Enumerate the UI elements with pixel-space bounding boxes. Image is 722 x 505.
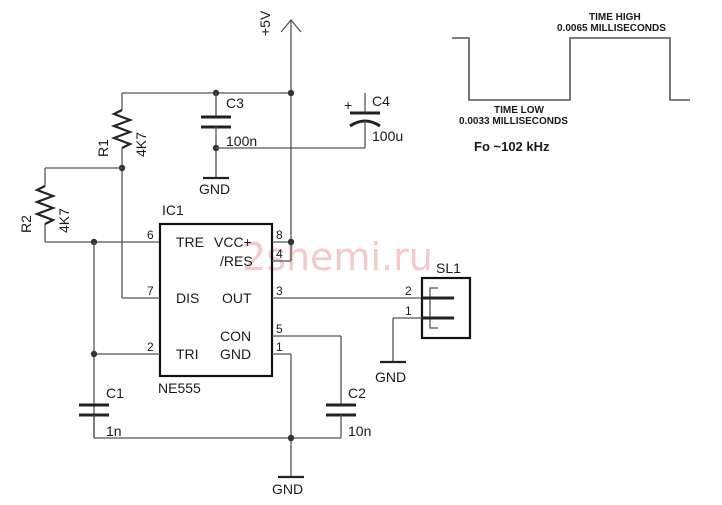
pin5-number: 5: [276, 322, 283, 336]
watermark: 2shemi.ru: [242, 235, 433, 279]
pin3-number: 3: [276, 284, 283, 298]
resistor-r1: [110, 93, 134, 298]
pin8-number: 8: [276, 228, 283, 242]
capacitor-c4: [216, 93, 381, 149]
pin6-number: 6: [147, 228, 154, 242]
supply-symbol: [280, 18, 302, 245]
capacitor-c3: [201, 93, 231, 178]
pin7-name: DIS: [176, 290, 199, 306]
r2-ref: R2: [18, 215, 34, 233]
gnd-label-sl1: GND: [375, 369, 406, 385]
pin1-number: 1: [276, 340, 283, 354]
pin2-number: 2: [147, 340, 154, 354]
pin2-name: TRI: [176, 346, 199, 362]
gnd-label-main: GND: [272, 481, 303, 497]
ic1-body: [158, 222, 274, 378]
pin3-name: OUT: [222, 290, 252, 306]
pin7-number: 7: [147, 284, 154, 298]
pin8-name: VCC+: [214, 234, 252, 250]
c3-ref: C3: [226, 95, 244, 111]
pin5-name: CON: [220, 328, 251, 344]
frequency-label: Fo ~102 kHz: [474, 139, 550, 154]
sl1-pin2-number: 2: [405, 284, 412, 298]
gnd-label-c3: GND: [199, 181, 230, 197]
pin4-name: /RES: [220, 253, 253, 269]
c1-ref: C1: [106, 385, 124, 401]
ic1-ref: IC1: [162, 202, 184, 218]
time-high-value: 0.0065 MILLISECONDS: [557, 23, 666, 34]
sl1-pin1-number: 1: [405, 304, 412, 318]
square-waveform: [452, 37, 690, 101]
pin6-name: TRE: [176, 234, 204, 250]
capacitor-c2: [326, 403, 356, 438]
sl1-ref: SL1: [436, 260, 461, 276]
ic1-part: NE555: [158, 380, 201, 396]
resistor-r2: [33, 167, 160, 243]
c3-value: 100n: [226, 133, 257, 149]
c4-polarity-mark: +: [344, 97, 352, 113]
connector-sl1: [420, 276, 472, 340]
c2-value: 10n: [348, 423, 371, 439]
pin4-number: 4: [276, 247, 283, 261]
time-low-title: TIME LOW: [494, 105, 545, 116]
c2-ref: C2: [348, 385, 366, 401]
c4-ref: C4: [372, 93, 390, 109]
r1-value: 4K7: [133, 132, 149, 157]
c1-value: 1n: [106, 423, 122, 439]
r2-value: 4K7: [56, 208, 72, 233]
r1-ref: R1: [95, 139, 111, 157]
c4-value: 100u: [372, 128, 403, 144]
pin1-name: GND: [220, 346, 251, 362]
time-high-title: TIME HIGH: [589, 12, 641, 23]
time-low-value: 0.0033 MILLISECONDS: [459, 116, 568, 127]
supply-label: +5V: [257, 10, 273, 36]
